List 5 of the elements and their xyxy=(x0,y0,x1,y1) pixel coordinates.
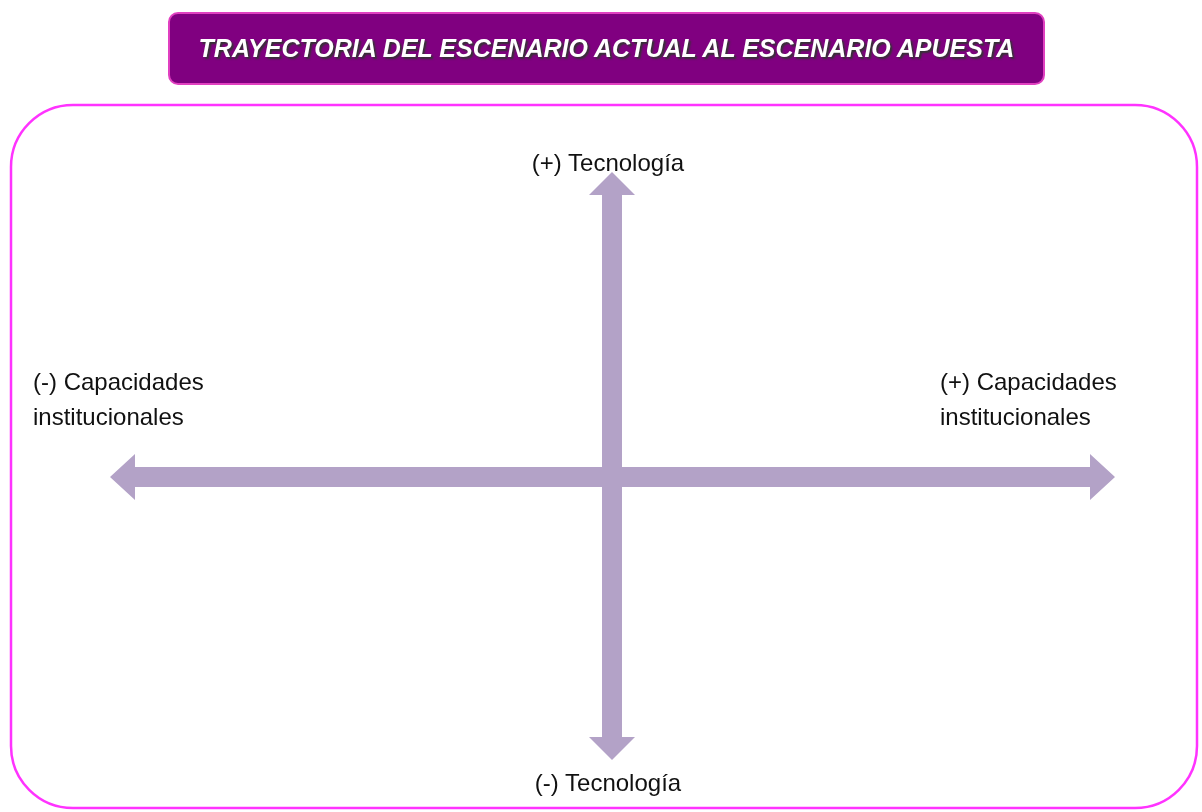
axis-label: (+) Capacidades institucionales xyxy=(940,367,1118,432)
axis-label: (+) Tecnología xyxy=(530,148,686,178)
axis-label: (-) Tecnología xyxy=(533,768,683,798)
axis-label: (-) Capacidades institucionales xyxy=(33,367,205,432)
title-banner: TRAYECTORIA DEL ESCENARIO ACTUAL AL ESCENARIO APUESTA xyxy=(168,12,1045,85)
